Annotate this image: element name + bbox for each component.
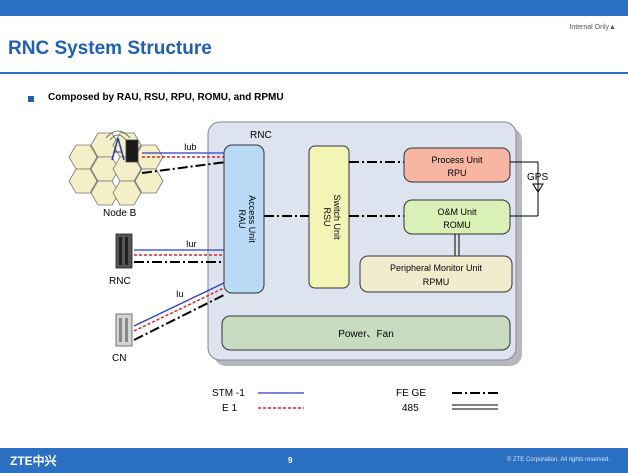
legend-e1-label: E 1 [222, 403, 237, 414]
cn-label: CN [112, 353, 126, 364]
rnc-label: RNC [250, 130, 272, 141]
legend-485-label: 485 [402, 403, 419, 414]
top-bar [0, 0, 628, 16]
rpmu-label-line2: RPMU [423, 277, 450, 287]
external-rnc-label: RNC [109, 276, 131, 287]
external-rnc-cabinet-icon [115, 233, 133, 269]
legend-fe-ge-label: FE GE [396, 388, 426, 399]
page-number: 9 [288, 456, 293, 465]
cn-cabinet-icon [115, 313, 133, 347]
page-title: RNC System Structure [8, 38, 212, 59]
power-fan-box [221, 315, 511, 351]
bullet-text: Composed by RAU, RSU, RPU, ROMU, and RPM… [48, 92, 284, 103]
rpmu-box [359, 255, 513, 293]
copyright-text: © ZTE Corporation. All rights reserved. [506, 457, 610, 463]
footer-bar [0, 448, 628, 473]
bullet-square-icon [28, 96, 34, 102]
gps-antenna-icon [532, 183, 544, 193]
rpmu-label-line1: Peripheral Monitor Unit [390, 263, 483, 273]
power-fan-label: Power、Fan [338, 329, 394, 340]
antenna-tower-icon [105, 130, 131, 161]
rau-label-line2: Access Unit [247, 195, 257, 243]
rau-label-line1: RAU [237, 209, 247, 228]
rpu-label-line1: Process Unit [431, 155, 483, 165]
rpu-label-line2: RPU [447, 168, 466, 178]
node-b-label: Node B [103, 208, 137, 219]
internal-only-label: Internal Only▲ [569, 24, 616, 31]
rsu-label-line2: Switch Unit [332, 194, 342, 240]
iu-label: Iu [176, 289, 184, 299]
rau-box [223, 144, 265, 294]
rpu-box [403, 147, 511, 183]
rsu-label-line1: RSU [322, 207, 332, 226]
gps-label: GPS [527, 172, 548, 183]
romu-label-line2: ROMU [443, 220, 471, 230]
romu-box [403, 199, 511, 235]
node-b-cabinet-icon [125, 139, 139, 163]
legend-stm1-label: STM -1 [212, 388, 245, 399]
title-rule [0, 72, 628, 74]
iur-label: Iur [186, 239, 197, 249]
romu-label-line1: O&M Unit [437, 207, 477, 217]
zte-logo: ZTE中兴 [10, 454, 57, 468]
iub-label: Iub [184, 142, 197, 152]
